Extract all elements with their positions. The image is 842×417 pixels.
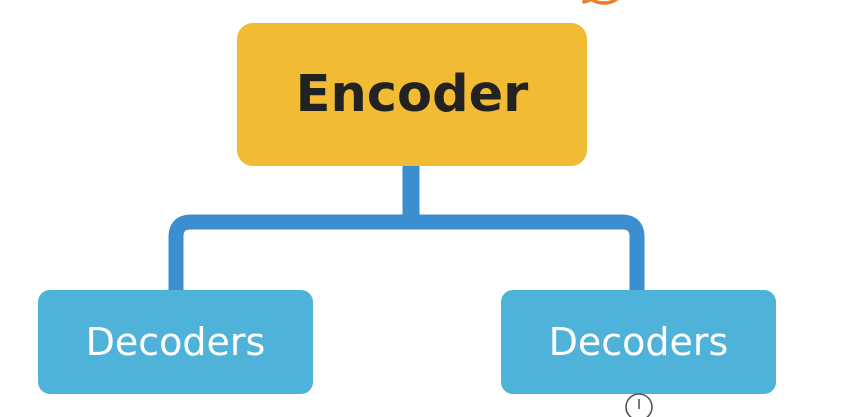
decoder-node-left: Decoders — [38, 290, 313, 394]
info-circle-icon — [625, 393, 653, 417]
tree-connectors — [168, 166, 645, 290]
decoder-node-right: Decoders — [501, 290, 776, 394]
connector-branch — [168, 214, 645, 290]
decoder-label-left: Decoders — [85, 320, 266, 364]
decoder-label-right: Decoders — [548, 320, 729, 364]
encoder-node: Encoder — [237, 23, 587, 166]
encoder-label: Encoder — [295, 65, 529, 124]
speech-bubble-icon — [582, 0, 619, 5]
